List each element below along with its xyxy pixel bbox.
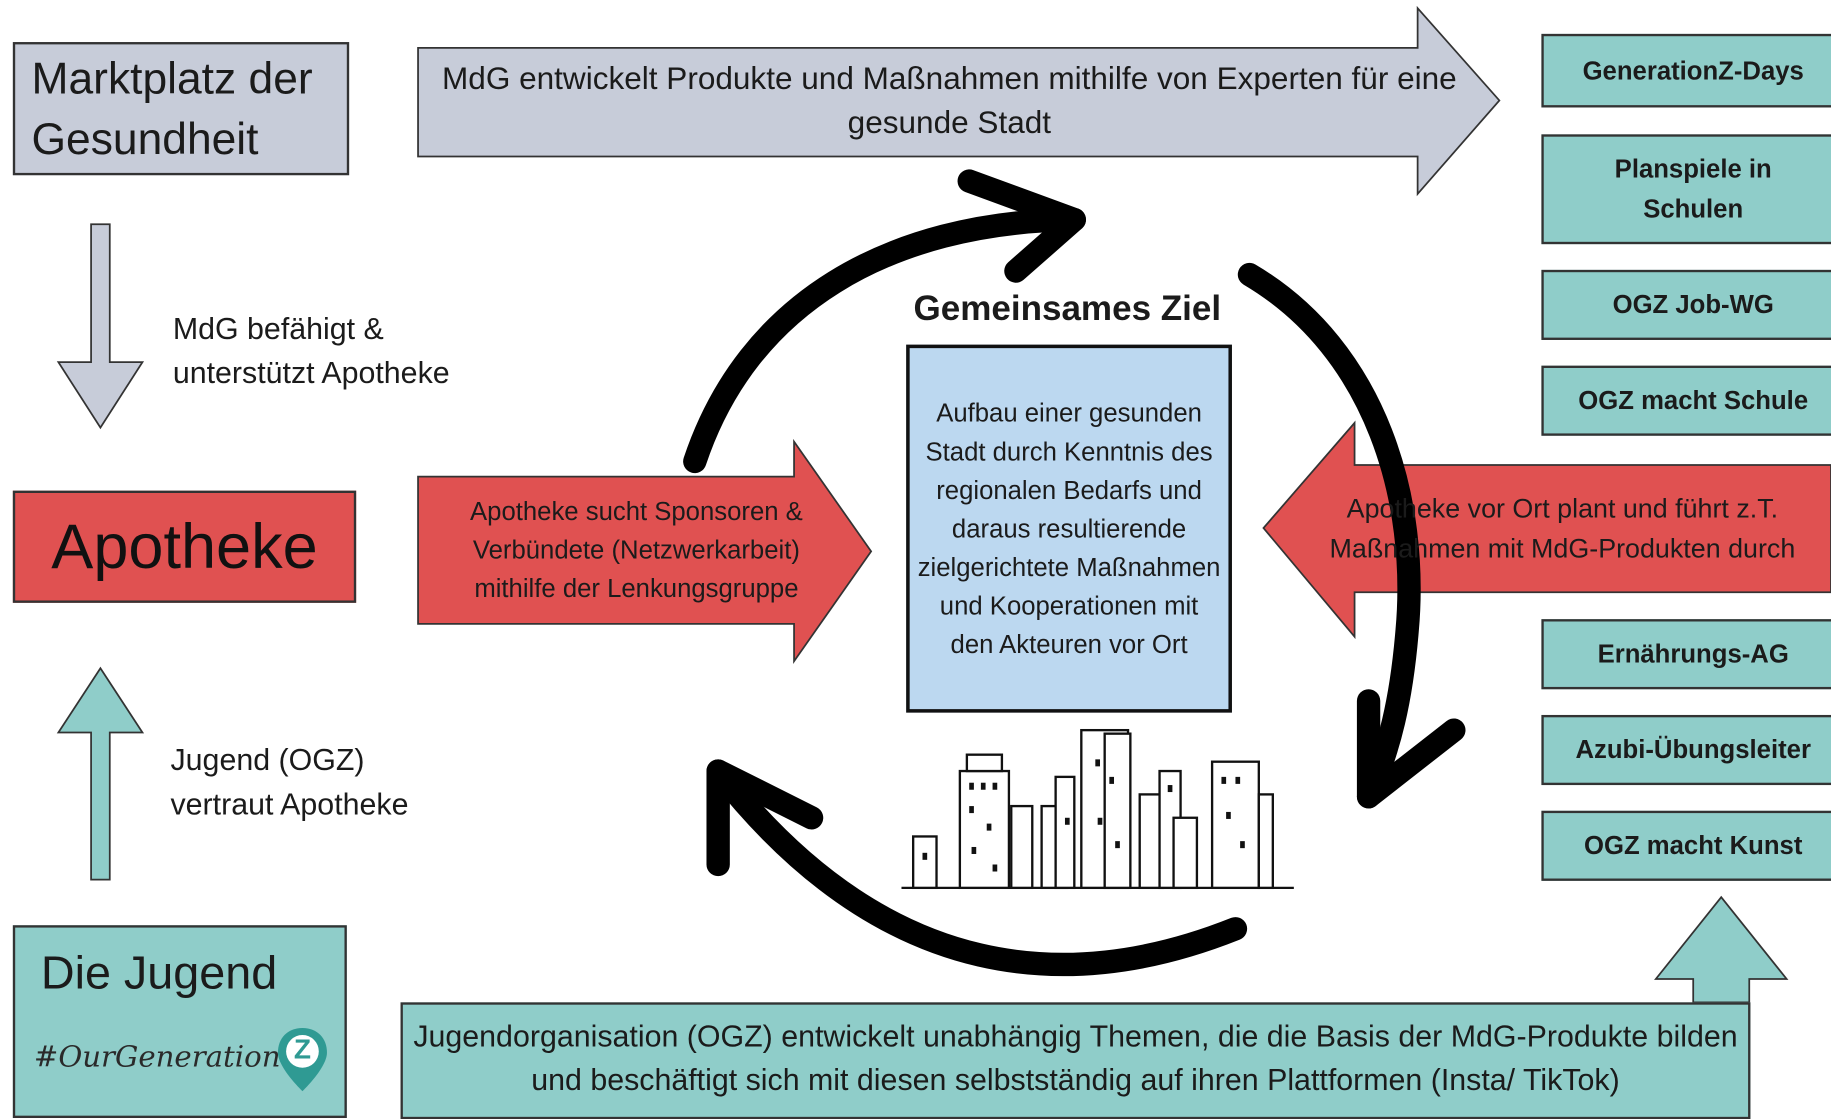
location-pin-icon [277,1028,327,1092]
apotheke-box-title: Apotheke [51,511,318,582]
product-box-ogz-macht-schule: OGZ macht Schule [1541,365,1831,436]
product-label: OGZ macht Kunst [1584,830,1803,860]
product-label: OGZ Job-WG [1612,289,1774,319]
up-arrow-shape [56,666,145,881]
product-box-ogz-macht-kunst: OGZ macht Kunst [1541,810,1831,881]
product-label: Ernährungs-AG [1597,639,1789,669]
product-box-azubi-uebungsleiter: Azubi-Übungsleiter [1541,714,1831,786]
cycle-arrow-bottom-head [706,759,824,877]
goal-heading: Gemeinsames Ziel [913,289,1222,329]
left-red-arrow-text: Apotheke sucht Sponsoren & Verbündete (N… [470,496,803,603]
city-skyline-icon [901,728,1294,890]
youth-box-title: Die Jugend [40,947,278,999]
cycle-arrow-top-left-head [957,169,1086,283]
product-label: OGZ macht Schule [1578,385,1809,415]
mdg-box-title: Marktplatz der Gesundheit [31,54,313,165]
cycle-arrow-top-left [683,207,1086,474]
youth-arrow-label: Jugend (OGZ) vertraut Apotheke [170,741,409,822]
product-box-ogz-job-wg: OGZ Job-WG [1541,269,1831,340]
goal-box: Aufbau einer gesunden Stadt durch Kenntn… [906,344,1232,713]
youth-logo-text: #OurGeneration [33,1039,281,1074]
bottom-right-up-arrow-shape [1654,895,1789,1004]
mdg-box: Marktplatz der Gesundheit [12,42,350,176]
goal-text: Aufbau einer gesunden Stadt durch Kenntn… [917,398,1221,659]
youth-logo-badge: Z [293,1033,311,1066]
product-box-ernaehrungs-ag: Ernährungs-AG [1541,619,1831,690]
down-arrow-shape [56,223,145,430]
left-red-arrow-shape [417,438,873,664]
right-red-arrow-text: Apotheke vor Ort plant und führt z.T. Ma… [1329,492,1796,564]
youth-box: Die Jugend #OurGeneration Z [12,925,347,1119]
apotheke-box: Apotheke [12,490,357,603]
product-box-generationz-days: GenerationZ-Days [1541,33,1831,108]
mdg-arrow-label: MdG befähigt & unterstützt Apotheke [172,310,450,391]
bottom-youth-org-text: Jugendorganisation (OGZ) entwickelt unab… [413,1018,1738,1097]
top-grey-arrow-shape [417,5,1501,197]
product-label: GenerationZ-Days [1582,55,1804,85]
product-box-planspiele: Planspiele in Schulen [1541,134,1831,245]
product-label: Planspiele in Schulen [1614,154,1772,224]
top-arrow-text: MdG entwickelt Produkte und Maßnahmen mi… [442,60,1457,141]
cycle-arrow-right [1237,262,1421,809]
product-label: Azubi-Übungsleiter [1575,734,1811,765]
youth-logo: #OurGeneration Z [33,1028,338,1095]
bottom-youth-org-box: Jugendorganisation (OGZ) entwickelt unab… [400,1002,1751,1119]
cycle-arrow-bottom [706,759,1248,977]
cycle-arrow-right-head [1356,689,1466,809]
cycle-arrow-icon [683,169,1466,977]
